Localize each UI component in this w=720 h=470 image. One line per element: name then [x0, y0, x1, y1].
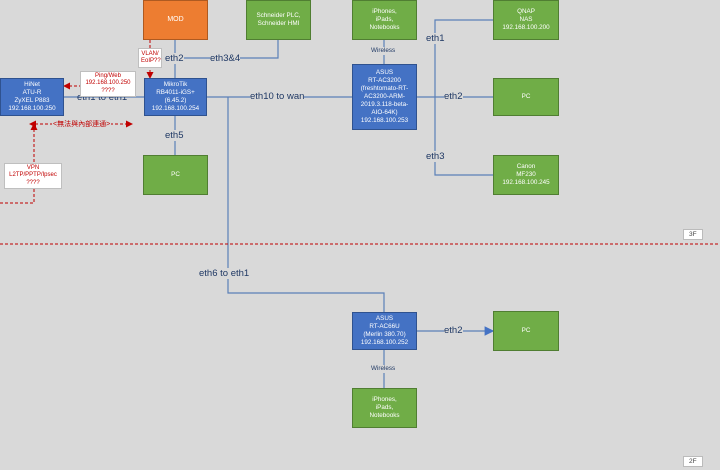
vpn-note-line-2: L2TP/PPTP/Ipsec	[9, 172, 57, 179]
link-label-eth2-pc: eth2	[444, 91, 463, 102]
asus-ac3200-line-5: 2019.3.118-beta-	[360, 100, 409, 108]
iphones-2f-line-3: Notebooks	[369, 411, 400, 419]
pc-eth5-box[interactable]: PC	[143, 155, 208, 195]
link-label-eth2-2f: eth2	[444, 325, 463, 336]
link-label-eth3-canon: eth3	[426, 151, 445, 162]
asus-ac3200-line-1: ASUS	[375, 69, 394, 77]
schneider-line-1: Schneider PLC,	[256, 12, 301, 20]
mikrotik-line-1: MikroTik	[163, 81, 188, 89]
pc-eth5-label: PC	[171, 171, 180, 179]
hinet-box[interactable]: HiNet ATU-R ZyXEL P883 192.168.100.250	[0, 78, 64, 116]
link-label-eth5: eth5	[165, 130, 184, 141]
link-label-eth2-mod: eth2	[165, 53, 184, 64]
mikrotik-line-3: (6.45.2)	[164, 97, 187, 104]
ping-note-line-1: Ping/Web	[95, 72, 121, 79]
link-schneider-mikrotik	[175, 40, 279, 59]
iphones-3f-line-2: iPads,	[375, 16, 394, 24]
vpn-note-line-1: VPN	[26, 164, 40, 171]
asus-ac3200-line-2: RT-AC3200	[368, 77, 401, 85]
network-links	[64, 19, 495, 388]
asus-ac66u-line-1: ASUS	[375, 315, 394, 323]
wireless-label-2f: Wireless	[370, 365, 397, 373]
link-asus-qnap	[434, 19, 493, 97]
schneider-line-2: Schneider HMI	[257, 20, 300, 27]
iphones-2f-line-1: iPhones,	[372, 396, 397, 404]
iphones-3f-box[interactable]: iPhones, iPads, Notebooks	[352, 0, 417, 40]
link-label-eth6-to-eth1: eth6 to eth1	[199, 268, 250, 279]
canon-line-1: Canon	[516, 163, 536, 171]
iphones-2f-box[interactable]: iPhones, iPads, Notebooks	[352, 388, 417, 428]
ping-note: Ping/Web 192.168.100.250 ????	[80, 71, 136, 97]
vlan-note-line-2: EoIP??	[141, 58, 161, 64]
canon-line-2: MF230	[516, 171, 536, 179]
hinet-line-3: ZyXEL P883	[14, 97, 50, 104]
floor-label-2f: 2F	[683, 456, 703, 467]
qnap-line-1: QNAP	[517, 8, 535, 16]
ping-note-line-3: ????	[101, 87, 115, 94]
qnap-line-3: 192.168.100.200	[502, 23, 550, 31]
link-asus-canon	[434, 97, 493, 176]
canon-line-3: 192.168.100.245	[502, 178, 550, 186]
hinet-line-1: HiNet	[24, 81, 40, 89]
pc-eth2-3f-label: PC	[521, 93, 531, 101]
asus-ac3200-box[interactable]: ASUS RT-AC3200 (freshtomato-RT- AC3200-A…	[352, 64, 417, 130]
hinet-line-2: ATU-R	[22, 89, 42, 97]
asus-ac66u-line-4: 192.168.100.252	[360, 338, 409, 346]
hinet-line-4: 192.168.100.250	[8, 104, 56, 112]
pc-2f-box[interactable]: PC	[493, 311, 559, 351]
qnap-line-2: NAS	[519, 16, 533, 24]
qnap-box[interactable]: QNAP NAS 192.168.100.200	[493, 0, 559, 40]
no-connect-note: <無法與內部連通>	[52, 119, 112, 129]
ping-note-line-2: 192.168.100.250	[85, 80, 131, 87]
schneider-box[interactable]: Schneider PLC, Schneider HMI	[246, 0, 311, 40]
mikrotik-line-2: RB4011-iGS+	[156, 89, 195, 97]
link-label-eth1-qnap: eth1	[426, 33, 445, 44]
mikrotik-line-4: 192.168.100.254	[151, 104, 200, 112]
asus-ac3200-line-6: AIO-64K)	[371, 108, 398, 116]
asus-ac3200-line-4: AC3200-ARM-	[364, 93, 405, 101]
link-label-eth1-to-eth1: eth1 to eth1	[77, 92, 128, 103]
vpn-note-line-3: ????	[26, 179, 40, 186]
vpn-note: VPN L2TP/PPTP/Ipsec ????	[4, 163, 62, 189]
pc-eth2-3f-box[interactable]: PC	[493, 78, 559, 116]
asus-ac66u-line-3: (Merlin 380.70)	[363, 331, 406, 338]
iphones-3f-line-1: iPhones,	[372, 8, 397, 16]
pc-2f-label: PC	[521, 327, 531, 335]
iphones-2f-line-2: iPads,	[375, 404, 394, 412]
link-label-eth3-4: eth3&4	[210, 53, 241, 64]
wireless-label-3f: Wireless	[370, 47, 397, 55]
canon-box[interactable]: Canon MF230 192.168.100.245	[493, 155, 559, 195]
mikrotik-box[interactable]: MikroTik RB4011-iGS+ (6.45.2) 192.168.10…	[144, 78, 207, 116]
vlan-note: VLAN/ EoIP??	[138, 48, 162, 68]
asus-ac3200-line-7: 192.168.100.253	[360, 116, 409, 124]
asus-ac66u-box[interactable]: ASUS RT-AC66U (Merlin 380.70) 192.168.10…	[352, 312, 417, 350]
asus-ac66u-line-2: RT-AC66U	[369, 323, 400, 331]
vlan-note-line-1: VLAN/	[141, 50, 159, 57]
mod-label: MOD	[167, 15, 184, 23]
link-mikrotik-asus-2f	[227, 97, 385, 312]
floor-label-3f: 3F	[683, 229, 703, 240]
vpn-warning-link	[0, 123, 38, 204]
asus-ac3200-line-3: (freshtomato-RT-	[360, 85, 409, 93]
link-label-eth10-to-wan: eth10 to wan	[250, 91, 305, 102]
iphones-3f-line-3: Notebooks	[369, 23, 400, 31]
mod-box[interactable]: MOD	[143, 0, 208, 40]
